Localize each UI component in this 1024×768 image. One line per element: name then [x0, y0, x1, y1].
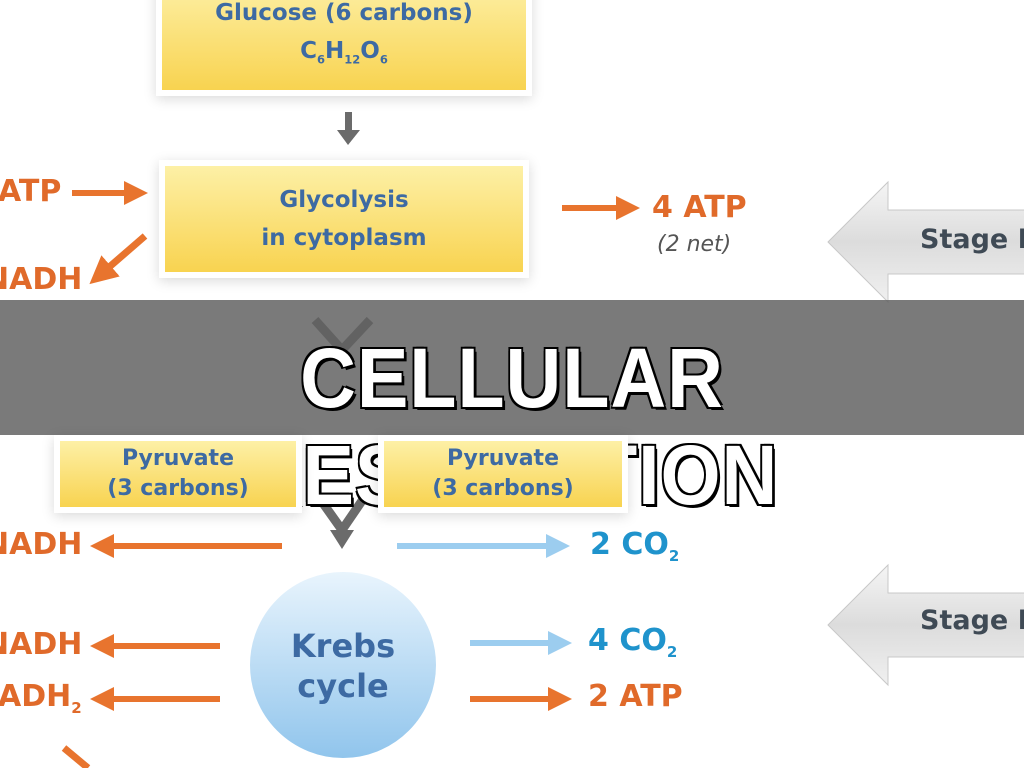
nadh-link-label: NADH — [0, 527, 83, 562]
glycolysis-box: Glycolysis in cytoplasm — [165, 166, 523, 272]
pyruvate-right-name: Pyruvate — [446, 446, 559, 471]
nadh-krebs-label: NADH — [0, 627, 83, 662]
bottom-arrow — [61, 745, 91, 768]
stage1-arrow: Stage I — [826, 180, 1024, 304]
glucose-box: Glucose (6 carbons) C6H12O6 — [162, 0, 526, 90]
left-arrow-icon — [827, 563, 1024, 687]
atp-krebs-label: 2 ATP — [588, 679, 683, 714]
stage2-label: Stage I — [920, 605, 1024, 636]
left-arrow-icon — [827, 180, 1024, 304]
pyruvate-left-carbons: (3 carbons) — [107, 476, 249, 501]
atp-net-label: (2 net) — [657, 232, 732, 257]
stage1-label: Stage I — [920, 224, 1024, 255]
glucose-label: Glucose (6 carbons) — [215, 0, 473, 26]
pyruvate-left-box: Pyruvate (3 carbons) — [60, 441, 296, 507]
nadh-glycolysis-label: NADH — [0, 262, 83, 297]
pyruvate-right-box: Pyruvate (3 carbons) — [384, 441, 622, 507]
glycolysis-location: in cytoplasm — [261, 225, 427, 251]
pyruvate-left-name: Pyruvate — [121, 446, 234, 471]
fadh2-label: ADH2 — [0, 679, 82, 717]
krebs-circle — [244, 566, 442, 764]
co2-krebs-label: 4 CO2 — [588, 623, 678, 661]
co2-link-label: 2 CO2 — [590, 527, 680, 565]
glycolysis-title: Glycolysis — [279, 187, 409, 213]
down-arrow-icon — [337, 112, 360, 145]
glucose-formula: C6H12O6 — [300, 38, 388, 67]
title-banner — [0, 300, 1024, 435]
stage2-arrow: Stage I — [826, 563, 1024, 687]
nadh-out-arrow — [89, 233, 148, 285]
atp-in-label: ATP — [0, 174, 62, 209]
atp-out-label: 4 ATP — [652, 190, 747, 225]
pyruvate-right-carbons: (3 carbons) — [432, 476, 574, 501]
